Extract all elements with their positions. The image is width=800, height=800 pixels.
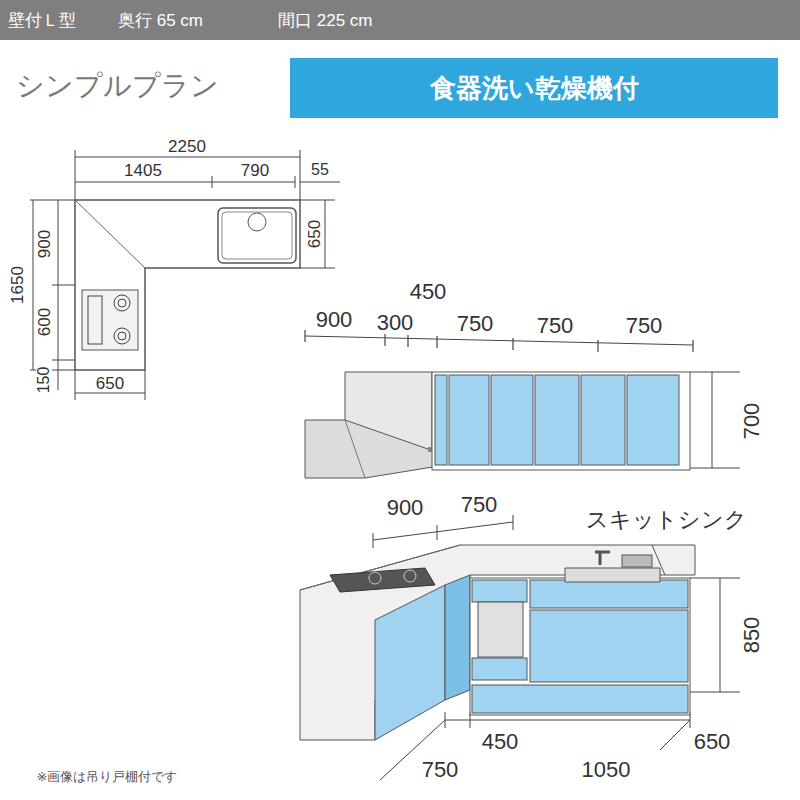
dimension-label: 750 <box>536 315 575 337</box>
dimension-label: 750 <box>456 313 495 335</box>
dimension-label: 1050 <box>581 759 632 781</box>
dimension-label: 150 <box>36 366 52 395</box>
node-text: 壁付Ｌ型 <box>8 12 76 29</box>
dimension-label: 1650 <box>9 265 26 305</box>
dimension-label: 450 <box>481 731 520 753</box>
node-text: 奥行 65 cm <box>118 12 203 29</box>
dimension-label: 650 <box>95 375 125 392</box>
dimension-label: 900 <box>315 309 354 331</box>
header-band: 壁付Ｌ型 奥行 65 cm 間口 225 cm <box>0 0 800 40</box>
dimension-label: 750 <box>460 494 499 516</box>
dimension-label: 650 <box>693 731 732 753</box>
dimension-label: 1405 <box>123 162 163 179</box>
dimension-label: 2250 <box>167 138 207 155</box>
sink-label: スキットシンク <box>585 509 748 531</box>
dimension-label: 450 <box>409 281 448 303</box>
node-text: 食器洗い乾燥機付 <box>430 75 639 101</box>
dimension-label: 900 <box>386 497 425 519</box>
node-text: 間口 225 cm <box>278 12 372 29</box>
dimension-label: 900 <box>36 229 53 259</box>
dimension-label: 750 <box>625 315 664 337</box>
dimension-label: 650 <box>306 219 323 249</box>
note-text: ※画像は吊り戸棚付です <box>36 770 179 783</box>
dimension-label: 750 <box>421 759 460 781</box>
dimension-label: 790 <box>240 162 270 179</box>
dimension-label: 55 <box>310 162 330 178</box>
dimension-label: 850 <box>741 616 763 655</box>
feature-banner: 食器洗い乾燥機付 <box>290 58 778 118</box>
dimension-label: 300 <box>376 312 415 334</box>
dimension-label: 700 <box>741 402 763 441</box>
plan-title: シンプルプラン <box>16 72 219 100</box>
dimension-label: 600 <box>36 307 53 337</box>
